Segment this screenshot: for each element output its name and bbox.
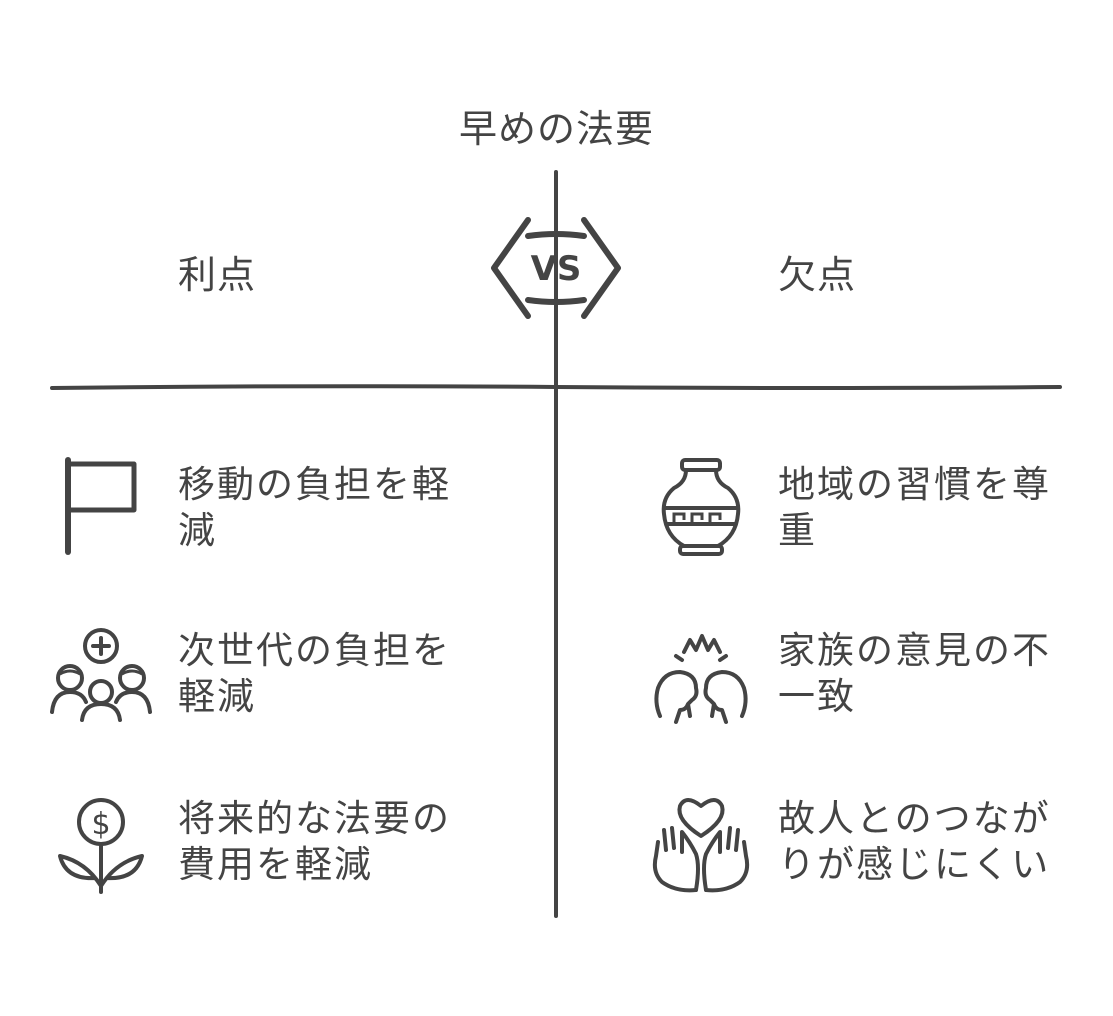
- conflict-heads-icon: [646, 626, 756, 736]
- disadvantages-heading: 欠点: [778, 253, 857, 297]
- disadvantage-item-2: 家族の意見の不一致: [778, 629, 1051, 718]
- money-plant-icon: $: [46, 790, 156, 900]
- advantages-heading: 利点: [178, 253, 257, 297]
- vs-label: VS: [531, 249, 582, 289]
- diagram-title: 早めの法要: [458, 107, 654, 151]
- disadvantage-item-3: 故人とのつながりが感じにくい: [778, 797, 1051, 886]
- advantage-item-1: 移動の負担を軽減: [178, 463, 451, 552]
- advantage-item-2: 次世代の負担を軽減: [178, 629, 451, 718]
- svg-text:$: $: [91, 807, 110, 842]
- advantage-item-3: 将来的な法要の費用を軽減: [178, 797, 451, 886]
- heart-hands-icon: [646, 790, 756, 900]
- flag-icon: [46, 452, 156, 562]
- disadvantage-item-1: 地域の習慣を尊重: [778, 463, 1051, 552]
- vase-icon: [646, 452, 756, 562]
- people-add-icon: [46, 620, 156, 730]
- vs-badge: VS: [488, 214, 624, 322]
